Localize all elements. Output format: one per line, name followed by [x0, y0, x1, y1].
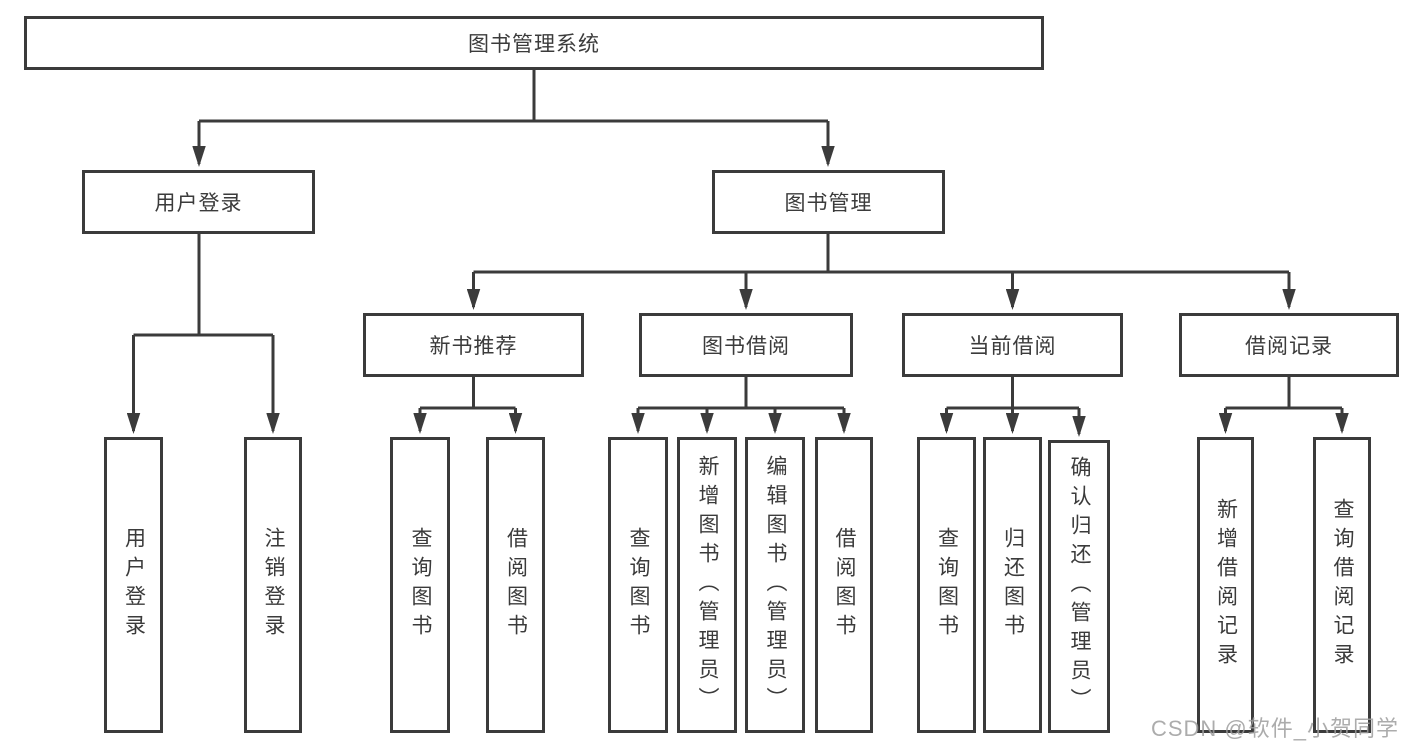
leaf-add-book-admin-label: 新增图书（管理员）: [696, 454, 720, 716]
leaf-return-book: 归还图书: [983, 437, 1042, 733]
leaf-query-borrow-record-label: 查询借阅记录: [1331, 498, 1355, 672]
leaf-add-borrow-record-label: 新增借阅记录: [1214, 498, 1238, 672]
connector-trunks: [133, 70, 1342, 410]
leaf-query-books-borrowing-label: 查询图书: [627, 527, 651, 643]
leaf-confirm-return-admin: 确认归还（管理员）: [1048, 440, 1110, 733]
leaf-logout: 注销登录: [244, 437, 302, 733]
node-root-system: 图书管理系统: [24, 16, 1044, 70]
connector-arrows: [126, 121, 1349, 437]
leaf-borrow-books-recommend: 借阅图书: [486, 437, 545, 733]
node-book-management-module: 图书管理: [712, 170, 945, 234]
node-current-borrowing: 当前借阅: [902, 313, 1123, 377]
leaf-query-books-current: 查询图书: [917, 437, 976, 733]
leaf-logout-label: 注销登录: [262, 527, 286, 643]
leaf-user-login: 用户登录: [104, 437, 163, 733]
leaf-query-books-current-label: 查询图书: [935, 527, 959, 643]
leaf-borrow-books: 借阅图书: [815, 437, 873, 733]
leaf-edit-book-admin-label: 编辑图书（管理员）: [764, 454, 788, 716]
csdn-watermark: CSDN @软件_小贺同学: [1150, 716, 1399, 741]
leaf-query-books-borrowing: 查询图书: [608, 437, 668, 733]
leaf-confirm-return-admin-label: 确认归还（管理员）: [1068, 456, 1092, 717]
leaf-edit-book-admin: 编辑图书（管理员）: [745, 437, 805, 733]
leaf-return-book-label: 归还图书: [1001, 527, 1025, 643]
leaf-query-books-recommend: 查询图书: [390, 437, 450, 733]
node-borrowing-records: 借阅记录: [1179, 313, 1399, 377]
node-user-login-module: 用户登录: [82, 170, 315, 234]
leaf-query-borrow-record: 查询借阅记录: [1313, 437, 1371, 733]
leaf-query-books-recommend-label: 查询图书: [409, 527, 433, 643]
leaf-borrow-books-recommend-label: 借阅图书: [504, 527, 528, 643]
node-new-book-recommend: 新书推荐: [363, 313, 584, 377]
leaf-borrow-books-label: 借阅图书: [833, 527, 857, 643]
leaf-add-borrow-record: 新增借阅记录: [1197, 437, 1254, 733]
node-book-borrowing: 图书借阅: [639, 313, 853, 377]
leaf-user-login-label: 用户登录: [122, 527, 146, 643]
leaf-add-book-admin: 新增图书（管理员）: [677, 437, 737, 733]
